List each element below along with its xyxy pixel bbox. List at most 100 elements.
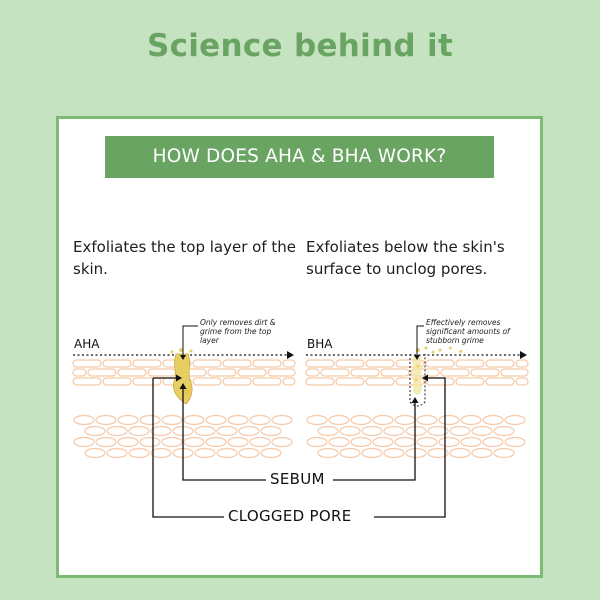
diagram-panel [56,116,543,578]
skin-brick-cell [515,377,529,386]
skin-deep-cell [361,447,383,459]
skin-deep-cell [438,436,460,448]
skin-brick-cell [470,368,500,377]
skin-brick-cell [132,377,162,386]
skin-brick-cell [515,359,529,368]
skin-deep-cell [84,447,106,459]
skin-deep-cell [117,436,139,448]
skin-deep-cell [328,436,350,448]
skin-deep-cell [227,414,249,426]
banner-title: HOW DOES AHA & BHA WORK? [105,136,494,178]
skin-brick-cell [305,368,320,377]
skin-deep-cell [471,447,493,459]
page-title: Science behind it [146,28,454,64]
bha-surface-arrowhead [520,351,527,359]
skin-brick-cell [192,377,222,386]
skin-deep-cell [460,436,482,448]
bha-label: BHA [307,337,333,351]
skin-brick-cell [147,368,177,377]
skin-brick-cell [72,359,102,368]
skin-deep-cell [317,447,339,459]
skin-deep-cell [73,414,95,426]
skin-brick-cell [380,368,410,377]
skin-deep-cell [372,436,394,448]
skin-brick-cell [117,368,147,377]
skin-brick-cell [282,377,296,386]
skin-deep-cell [504,414,526,426]
skin-deep-cell [106,425,128,437]
skin-deep-cell [394,436,416,448]
skin-deep-cell [460,414,482,426]
skin-deep-cell [161,414,183,426]
skin-deep-cell [405,447,427,459]
sebum-label: SEBUM [266,470,329,488]
skin-brick-cell [207,368,237,377]
skin-deep-cell [350,414,372,426]
skin-deep-cell [216,447,238,459]
skin-deep-cell [271,414,293,426]
bha-note-pointer [416,325,424,357]
skin-deep-cell [216,425,238,437]
skin-brick-cell [305,359,335,368]
skin-brick-cell [222,359,252,368]
bha-pore [409,346,462,407]
skin-brick-cell [252,377,282,386]
skin-deep-cell [405,425,427,437]
skin-deep-cell [95,436,117,448]
skin-deep-cell [95,414,117,426]
skin-brick-cell [335,359,365,368]
skin-deep-cell [238,425,260,437]
skin-brick-cell [192,359,222,368]
skin-brick-cell [305,377,335,386]
skin-deep-cell [205,436,227,448]
aha-note-pointer [182,325,198,357]
skin-deep-cell [117,414,139,426]
aha-pore [170,348,193,405]
skin-deep-cell [227,436,249,448]
skin-deep-cell [205,414,227,426]
skin-deep-cell [416,436,438,448]
skin-deep-cell [493,425,515,437]
skin-brick-cell [102,359,132,368]
aha-note: Only removes dirt & grime from the top l… [200,318,276,345]
skin-deep-cell [438,414,460,426]
skin-deep-cell [449,425,471,437]
aha-label: AHA [74,337,100,351]
skin-deep-cell [383,447,405,459]
skin-brick-cell [72,377,102,386]
skin-deep-cell [183,436,205,448]
skin-deep-cell [482,414,504,426]
skin-brick-cell [282,359,296,368]
skin-brick-cell [222,377,252,386]
skin-deep-cell [427,447,449,459]
skin-deep-cell [260,447,282,459]
skin-deep-cell [449,447,471,459]
skin-deep-cell [471,425,493,437]
skin-deep-cell [139,414,161,426]
skin-brick-cell [267,368,296,377]
skin-deep-cell [73,436,95,448]
skin-deep-cell [150,447,172,459]
skin-brick-cell [350,368,380,377]
skin-brick-cell [425,359,455,368]
skin-brick-cell [455,377,485,386]
skin-brick-cell [485,377,515,386]
skin-deep-cell [306,414,328,426]
skin-brick-cell [237,368,267,377]
skin-deep-cell [271,436,293,448]
skin-deep-cell [128,425,150,437]
skin-deep-cell [361,425,383,437]
skin-deep-cell [128,447,150,459]
aha-description: Exfoliates the top layer of the skin. [73,238,297,278]
skin-deep-cell [249,414,271,426]
skin-deep-cell [161,436,183,448]
skin-brick-cell [485,359,515,368]
bha-skin-layers [305,359,529,459]
skin-deep-cell [482,436,504,448]
skin-deep-cell [150,425,172,437]
skin-brick-cell [365,377,395,386]
skin-brick-cell [132,359,162,368]
skin-brick-cell [365,359,395,368]
skin-deep-cell [339,447,361,459]
